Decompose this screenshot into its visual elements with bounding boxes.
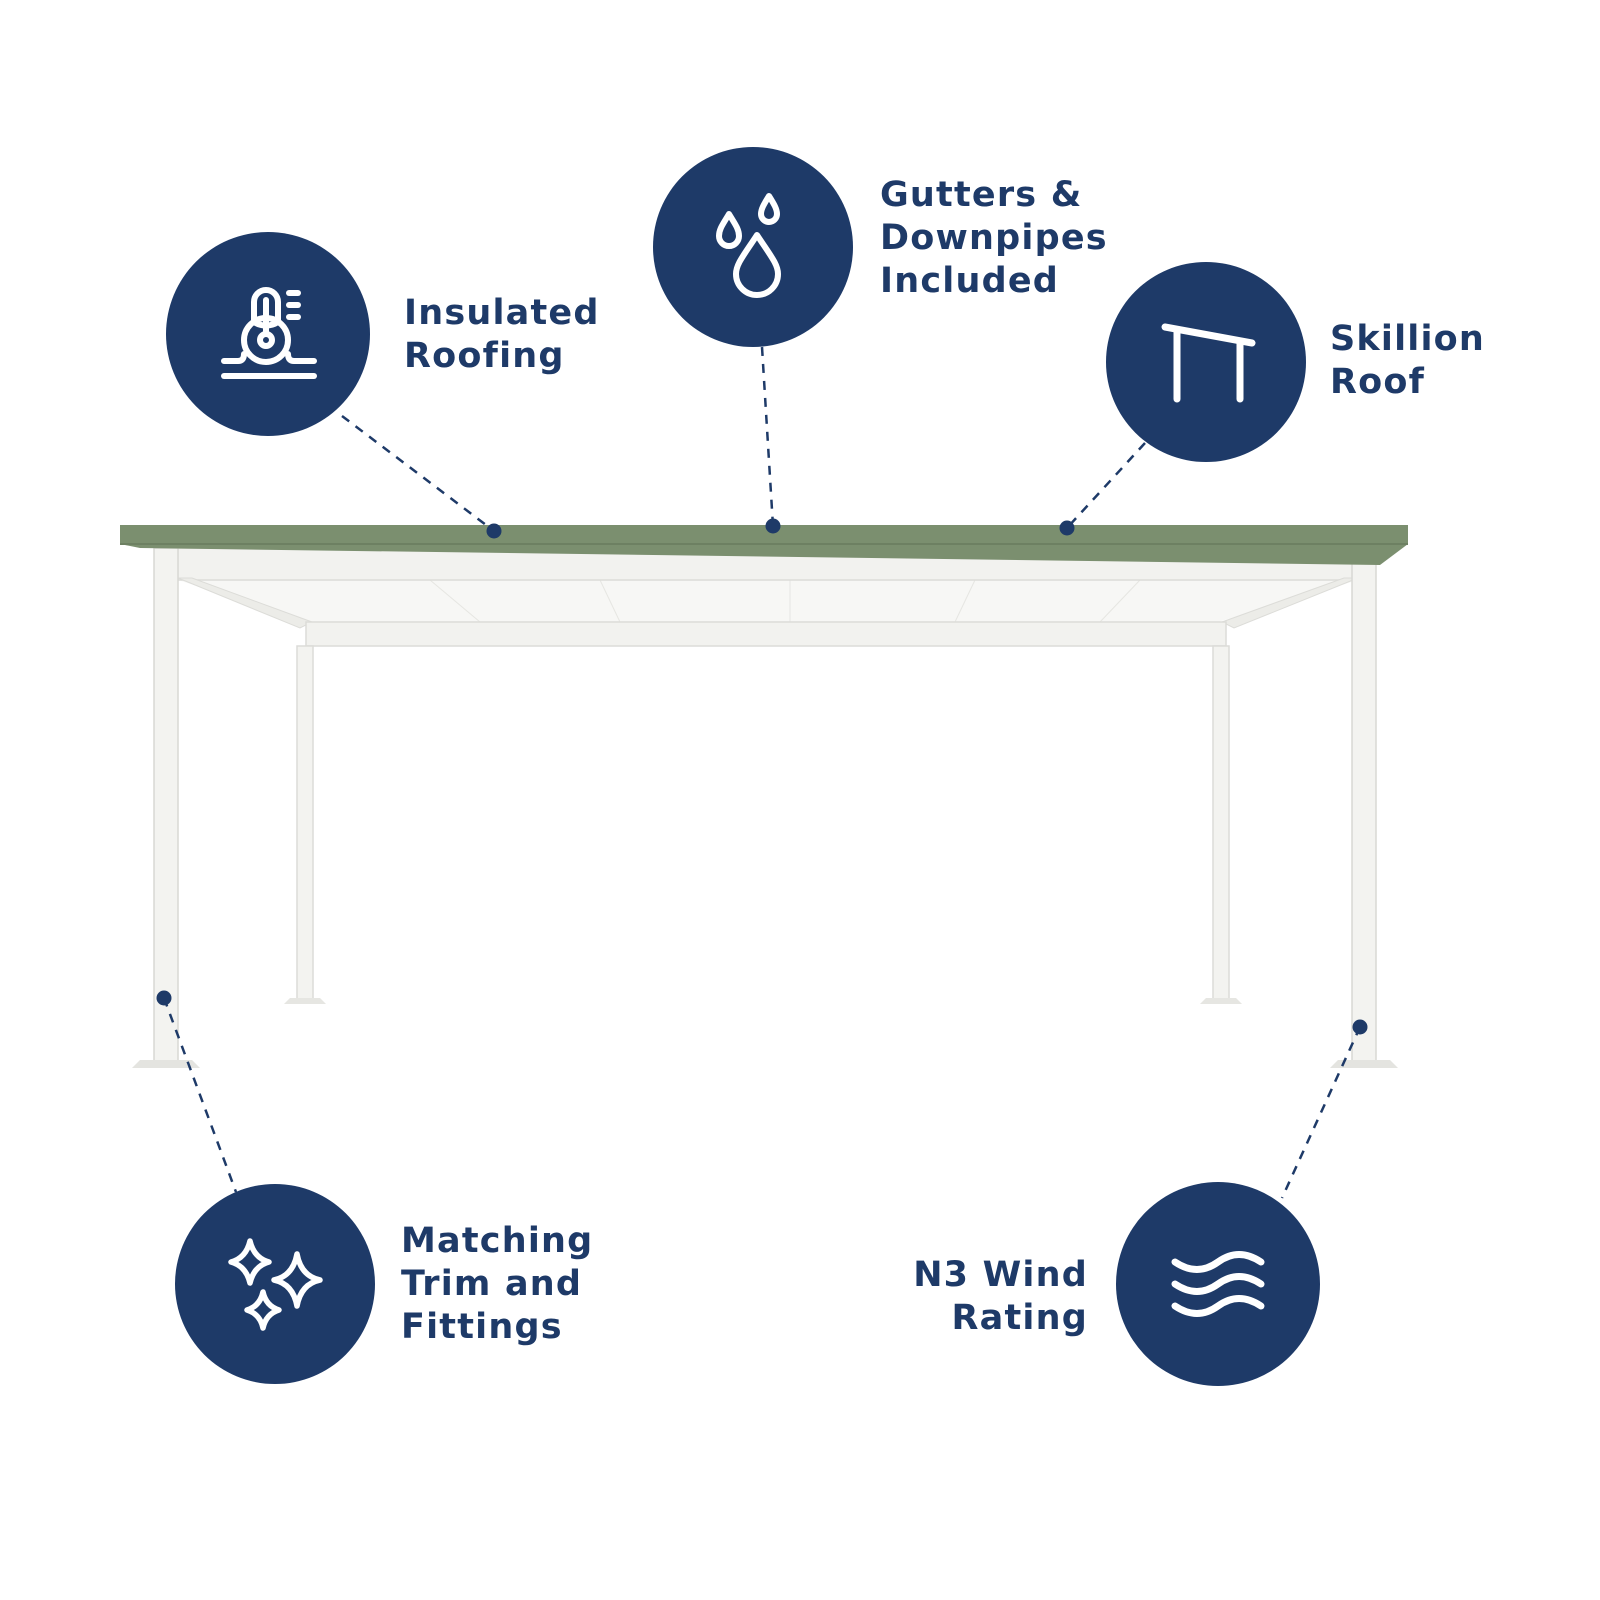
back-beam xyxy=(305,621,1227,647)
label-insulated-roofing: Insulated Roofing xyxy=(404,293,600,376)
anchor-dot xyxy=(1352,1019,1368,1035)
carport-structure xyxy=(120,525,1408,1068)
sparkles-icon xyxy=(228,1238,323,1331)
leader-matching-trim xyxy=(162,997,238,1193)
badge-insulated-roofing xyxy=(166,232,370,436)
badge-gutters-downpipes xyxy=(653,147,853,347)
anchor-dot xyxy=(156,990,172,1006)
anchor-dot xyxy=(1059,520,1075,536)
leader-gutters-downpipes xyxy=(760,346,775,527)
anchor-dot xyxy=(486,523,502,539)
back-right-post xyxy=(1212,645,1230,1001)
back-left-post xyxy=(296,645,314,1001)
badge-matching-trim xyxy=(175,1184,375,1384)
leader-lines xyxy=(162,346,1362,1199)
front-right-post xyxy=(1351,547,1377,1063)
leader-insulated-roofing xyxy=(341,415,495,532)
skillion-roof-icon xyxy=(1161,323,1256,403)
leader-wind-rating xyxy=(1280,1026,1362,1199)
badge-skillion-roof xyxy=(1106,262,1306,462)
leader-skillion-roof xyxy=(1066,442,1146,529)
anchor-dot xyxy=(765,518,781,534)
label-gutters-downpipes: Gutters & Downpipes Included xyxy=(880,175,1108,301)
ceiling-panel xyxy=(178,580,1358,622)
badge-wind-rating xyxy=(1116,1182,1320,1386)
label-matching-trim: Matching Trim and Fittings xyxy=(401,1221,594,1347)
water-drops-icon xyxy=(716,193,781,298)
front-left-post xyxy=(153,547,179,1063)
label-wind-rating: N3 Wind Rating xyxy=(913,1255,1088,1338)
wind-waves-icon xyxy=(1171,1251,1265,1317)
thermometer-insulation-icon xyxy=(221,287,317,379)
anchor-dots xyxy=(156,518,1368,1035)
label-skillion-roof: Skillion Roof xyxy=(1330,319,1486,402)
